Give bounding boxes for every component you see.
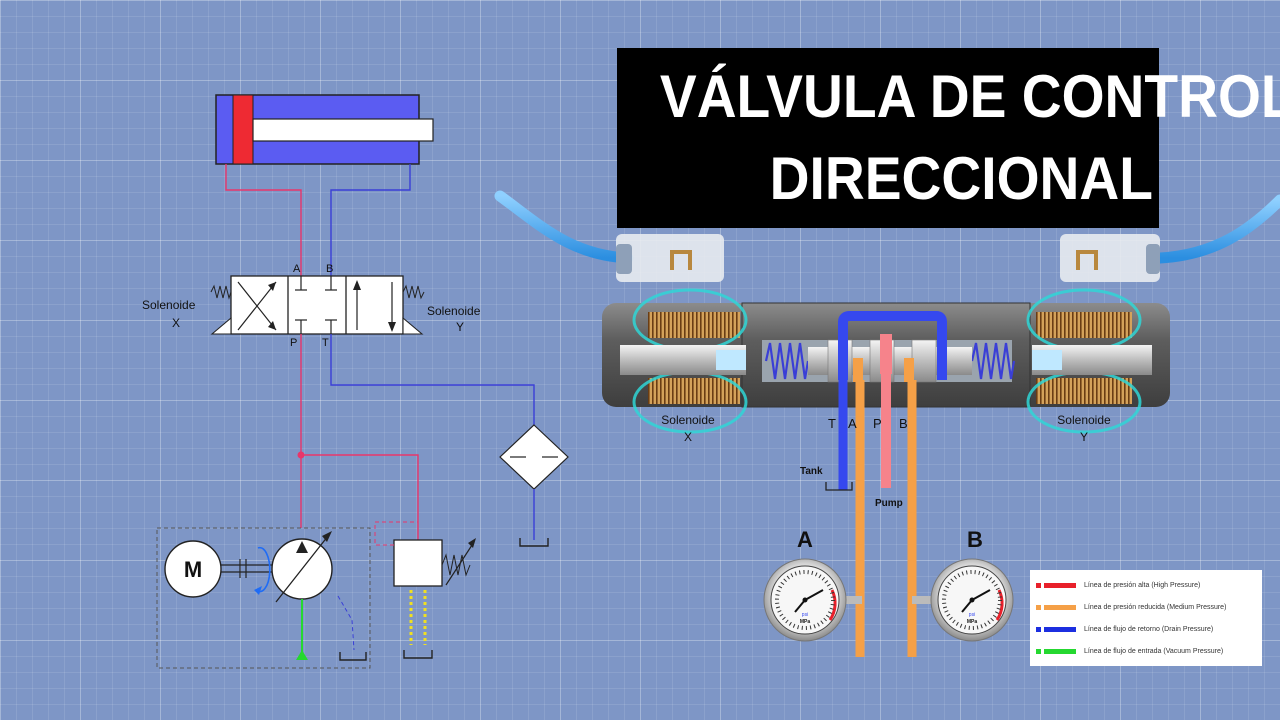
valve-solenoid-x-name: Solenoide: [661, 413, 715, 427]
gauge-a-label: A: [797, 527, 813, 552]
legend-item: Línea de presión alta (High Pressure): [1036, 574, 1256, 596]
legend-label: Línea de presión alta (High Pressure): [1084, 581, 1201, 589]
schematic-port-a: A: [293, 263, 301, 275]
gauge-a-unit-top: psi: [802, 612, 808, 618]
legend-swatch-bar: [1044, 648, 1076, 654]
valve-solenoid-y-letter: Y: [1080, 430, 1088, 444]
gauge-a: psi MPa: [763, 558, 862, 642]
schematic-solenoid-y-name: Solenoide: [427, 304, 481, 318]
legend-swatch-bar: [1044, 582, 1076, 588]
schematic-solenoid-x-letter: X: [172, 316, 180, 330]
legend-swatch-bar: [1044, 626, 1076, 632]
schematic-port-t: T: [322, 337, 329, 349]
title-line-1: VÁLVULA DE CONTROL: [659, 63, 1280, 130]
valve-solenoid-y-name: Solenoide: [1057, 413, 1111, 427]
legend-swatch-bar: [1044, 604, 1076, 610]
gauge-b-unit-top: psi: [969, 612, 975, 618]
page-title: VÁLVULA DE CONTROL DIRECCIONAL: [617, 48, 1280, 228]
legend-label: Línea de flujo de retorno (Drain Pressur…: [1084, 625, 1214, 633]
schematic-port-p: P: [290, 337, 297, 349]
motor-symbol: M: [164, 540, 222, 598]
motor-label: M: [184, 557, 202, 582]
legend-item: Línea de flujo de entrada (Vacuum Pressu…: [1036, 640, 1256, 662]
legend: Línea de presión alta (High Pressure) Lí…: [1030, 570, 1262, 666]
gauge-a-unit-bottom: MPa: [800, 619, 811, 625]
legend-swatch-square: [1036, 648, 1041, 654]
gauge-b-unit-bottom: MPa: [967, 619, 978, 625]
pump-symbol: [271, 531, 333, 603]
legend-swatch-square: [1036, 626, 1041, 632]
hose-left: [494, 190, 634, 264]
title-line-2: DIRECCIONAL: [769, 145, 1153, 212]
valve-illustration: Solenoide X Solenoide Y T A P B Tank Pum…: [494, 190, 1280, 657]
relief-spring-yellow: [409, 590, 427, 645]
line-return: [330, 334, 535, 432]
valve-port-a: A: [848, 416, 857, 431]
valve-solenoid-x-letter: X: [684, 430, 692, 444]
connector-right: [1060, 234, 1160, 282]
schematic-port-b: B: [326, 263, 333, 275]
valve-port-p: P: [873, 416, 882, 431]
legend-item: Línea de presión reducida (Medium Pressu…: [1036, 596, 1256, 618]
hydraulic-cylinder: [215, 94, 434, 165]
tank-symbol-valve: [825, 482, 853, 491]
legend-swatch-square: [1036, 582, 1041, 588]
line-relief-branch: [301, 454, 419, 540]
line-cylinder-b: [330, 164, 411, 276]
hose-right: [1154, 194, 1280, 264]
valve-port-b: B: [899, 416, 908, 431]
valve-port-t: T: [828, 416, 836, 431]
legend-item: Línea de flujo de retorno (Drain Pressur…: [1036, 618, 1256, 640]
schematic-solenoid-y-letter: Y: [456, 320, 464, 334]
valve-symbol: [210, 275, 425, 335]
gauge-b-label: B: [967, 527, 983, 552]
line-cylinder-a: [225, 164, 302, 276]
legend-swatch-square: [1036, 604, 1041, 610]
gauge-b: psi MPa: [912, 558, 1014, 642]
tank-symbol-filter: [519, 538, 549, 547]
tank-label: Tank: [800, 466, 823, 477]
connector-left: [616, 234, 724, 282]
filter-symbol: [499, 424, 569, 490]
tank-symbol-relief: [403, 650, 433, 659]
schematic-solenoid-x-name: Solenoide: [142, 298, 196, 312]
relief-valve-symbol: [393, 538, 476, 587]
legend-label: Línea de flujo de entrada (Vacuum Pressu…: [1084, 647, 1224, 655]
legend-label: Línea de presión reducida (Medium Pressu…: [1084, 603, 1227, 611]
hydraulic-schematic: A B P T Solenoide X Solenoide Y M: [142, 94, 569, 669]
pump-label: Pump: [875, 498, 903, 509]
tank-symbol-pump: [339, 652, 367, 661]
